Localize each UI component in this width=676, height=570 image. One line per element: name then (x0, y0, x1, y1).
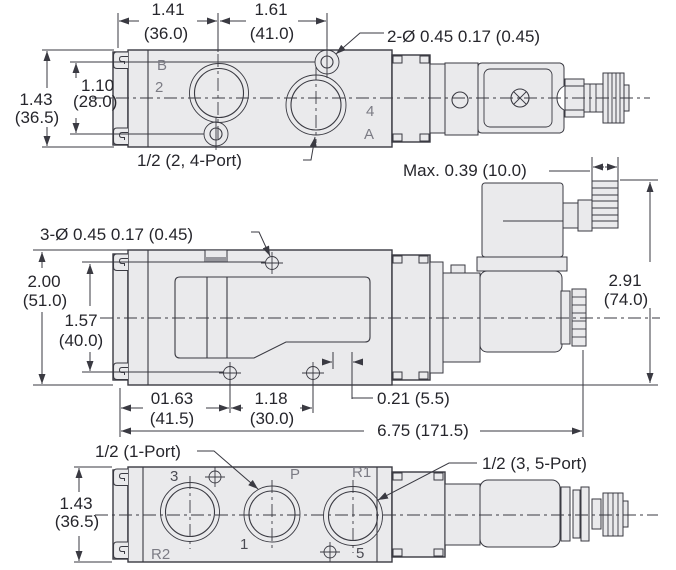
mount-hole-crosshair (205, 467, 340, 562)
port-label-r2: R2 (151, 546, 170, 563)
din-connector-box (481, 182, 564, 258)
dim-side-l1: 01.63 (151, 389, 194, 408)
side-hole-note: 3-Ø 0.45 0.17 (0.45) (40, 225, 193, 244)
dim-coil-height-mm: (74.0) (604, 290, 648, 309)
dim-side-l2: 1.18 (254, 389, 287, 408)
side-adapter-block (391, 254, 431, 381)
coil-flange (476, 256, 568, 272)
dim-top-width1-mm: (36.0) (144, 24, 188, 43)
port-2 (193, 67, 245, 119)
side-pilot-body (442, 272, 481, 363)
dim-top-inner-mm: (28.0) (73, 92, 117, 111)
top-port-note: 1/2 (2, 4-Port) (137, 151, 242, 170)
hole-note-leader (335, 32, 384, 55)
dim-side-height: 2.00 (27, 272, 60, 291)
nameplate (174, 276, 371, 359)
port-note-leader (303, 136, 317, 161)
side-valve-body (127, 249, 393, 386)
coil-body (479, 270, 563, 353)
mount-hole-crosshair (219, 252, 324, 384)
port-label-3: 3 (170, 468, 178, 485)
bottom-port1-note: 1/2 (1-Port) (95, 442, 181, 461)
pilot-hole (451, 91, 469, 109)
dim-top-width2-mm: (41.0) (250, 24, 294, 43)
dim-side-l3: 0.21 (5.5) (377, 389, 450, 408)
port-label-p: P (290, 466, 300, 483)
dim-top-width2: 1.61 (254, 0, 287, 19)
port1-note-leader (197, 450, 259, 490)
port-label-4: 4 (366, 103, 374, 120)
side-view: 3-Ø 0.45 0.17 (0.45) Max. 0.39 (10.0) 2.… (23, 157, 660, 440)
manual-override (571, 288, 587, 347)
dim-top-height: 1.43 (19, 90, 52, 109)
dim-side-height-mm: (51.0) (23, 291, 67, 310)
dim-top-height-mm: (36.5) (15, 108, 59, 127)
bottom-pilot-body (479, 479, 561, 548)
port-label-2: 2 (155, 79, 163, 96)
hole-note-leader (251, 231, 271, 257)
side-endcap (112, 253, 129, 381)
mount-clip (112, 127, 129, 146)
top-adapter-block (391, 54, 431, 143)
port35-note-leader (377, 462, 477, 501)
mount-clip (112, 51, 129, 70)
dim-coil-height: 2.91 (608, 271, 641, 290)
port-label-1: 1 (240, 536, 248, 553)
mount-clip (112, 468, 129, 487)
top-hole-note: 2-Ø 0.45 0.17 (0.45) (387, 27, 540, 46)
dim-side-l2-mm: (30.0) (250, 409, 294, 428)
top-pilot-section (444, 62, 479, 136)
dim-top-inner: 1.10 (81, 76, 114, 95)
dim-side-l1-mm: (41.5) (150, 409, 194, 428)
top-view: 1.41 (36.0) 1.61 (41.0) 2-Ø 0.45 0.17 (0… (15, 0, 650, 170)
dim-top-width1: 1.41 (151, 0, 184, 19)
bottom-adapter-block (391, 471, 446, 558)
dim-side-height2-mm: (40.0) (59, 331, 103, 350)
dim-bottom-height: 1.43 (59, 494, 92, 513)
max-protrusion-note: Max. 0.39 (10.0) (403, 161, 527, 180)
dim-side-total: 6.75 (171.5) (377, 421, 469, 440)
top-din-connector (477, 62, 565, 134)
dim-side-height2: 1.57 (64, 311, 97, 330)
bottom-view: 1/2 (1-Port) 1/2 (3, 5-Port) 1.43 (36.5)… (55, 442, 658, 563)
mount-clip (112, 362, 129, 381)
dim-bottom-height-mm: (36.5) (55, 512, 99, 531)
port-label-b: B (157, 57, 167, 74)
side-cable-gland (591, 180, 619, 229)
mount-clip (112, 541, 129, 560)
port-label-5: 5 (356, 545, 364, 562)
port-label-a: A (364, 126, 374, 143)
top-valve-body (127, 49, 393, 148)
port-label-r1: R1 (352, 464, 371, 481)
bottom-port35-note: 1/2 (3, 5-Port) (482, 454, 587, 473)
